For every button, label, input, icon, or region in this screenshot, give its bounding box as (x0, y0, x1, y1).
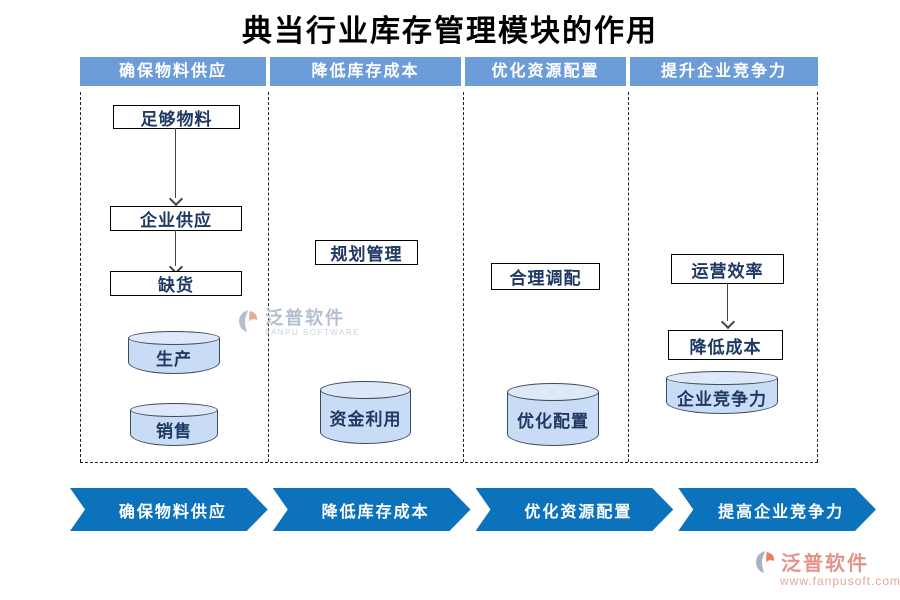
arrow-line (175, 230, 176, 266)
banner-chevron-ensure-supply: 确保物料供应 (70, 488, 268, 531)
watermark-center: 泛普软件 FANPU SOFTWARE (237, 308, 360, 337)
column-header-competitiveness: 提升企业竞争力 (630, 57, 818, 86)
box-reasonable-allocation: 合理调配 (491, 263, 600, 290)
watermark-subtitle: FANPU SOFTWARE (265, 328, 360, 337)
cylinder-competitiveness: 企业竞争力 (666, 371, 778, 414)
cylinder-label: 资金利用 (329, 410, 402, 429)
watermark-brand: 泛普软件 (781, 553, 869, 575)
box-enterprise-supply: 企业供应 (110, 206, 242, 231)
arrow-line (727, 283, 728, 321)
frame-right-dashed-line (817, 92, 818, 462)
column-header-reduce-cost: 降低库存成本 (270, 57, 461, 86)
watermark-brand: 泛普软件 (265, 308, 345, 328)
watermark-url: www.fanpusoft.com (780, 574, 900, 588)
arrow-line (175, 128, 176, 198)
cylinder-label: 生产 (156, 350, 192, 369)
box-stockout: 缺货 (110, 271, 242, 296)
cylinder-label: 企业竞争力 (677, 390, 767, 409)
cylinder-capital-utilization: 资金利用 (320, 381, 411, 444)
cylinder-body (320, 390, 411, 444)
arrow-down-icon (720, 314, 736, 330)
cylinder-top (128, 331, 220, 345)
frame-bottom-dashed-line (80, 462, 818, 463)
column-header-optimize-resources: 优化资源配置 (465, 57, 626, 86)
frame-left-dashed-line (80, 92, 81, 462)
box-enough-materials: 足够物料 (113, 105, 240, 129)
page-title: 典当行业库存管理模块的作用 (242, 15, 658, 48)
column-divider-2 (463, 92, 464, 462)
column-header-ensure-supply: 确保物料供应 (80, 57, 266, 86)
cylinder-label: 销售 (156, 422, 192, 441)
cylinder-body (507, 392, 599, 446)
cylinder-label: 优化配置 (517, 412, 589, 431)
banner-chevron-raise-competitiveness: 提高企业竞争力 (678, 488, 876, 531)
banner-chevron-reduce-cost: 降低库存成本 (273, 488, 471, 531)
arrow-down-icon (168, 191, 184, 207)
watermark-corner: 泛普软件 www.fanpusoft.com (754, 547, 900, 588)
box-reduce-cost: 降低成本 (668, 330, 783, 360)
cylinder-production: 生产 (128, 331, 220, 374)
box-planning-management: 规划管理 (315, 240, 418, 265)
fanpu-logo-icon (239, 310, 258, 332)
column-divider-1 (268, 92, 269, 462)
fanpu-logo-icon (756, 550, 775, 573)
cylinder-top (507, 383, 599, 401)
cylinder-sales: 销售 (130, 403, 218, 446)
box-operational-efficiency: 运营效率 (671, 254, 784, 284)
column-divider-3 (628, 92, 629, 462)
banner-chevron-optimize-resources: 优化资源配置 (476, 488, 674, 531)
cylinder-optimized-config: 优化配置 (507, 383, 599, 446)
watermark-brand-row: 泛普软件 (754, 547, 900, 576)
cylinder-top (666, 371, 778, 385)
bottom-process-banner: 确保物料供应 降低库存成本 优化资源配置 提高企业竞争力 (70, 488, 876, 531)
watermark-text-group: 泛普软件 FANPU SOFTWARE (265, 308, 360, 337)
cylinder-top (320, 381, 411, 399)
cylinder-top (130, 403, 218, 417)
